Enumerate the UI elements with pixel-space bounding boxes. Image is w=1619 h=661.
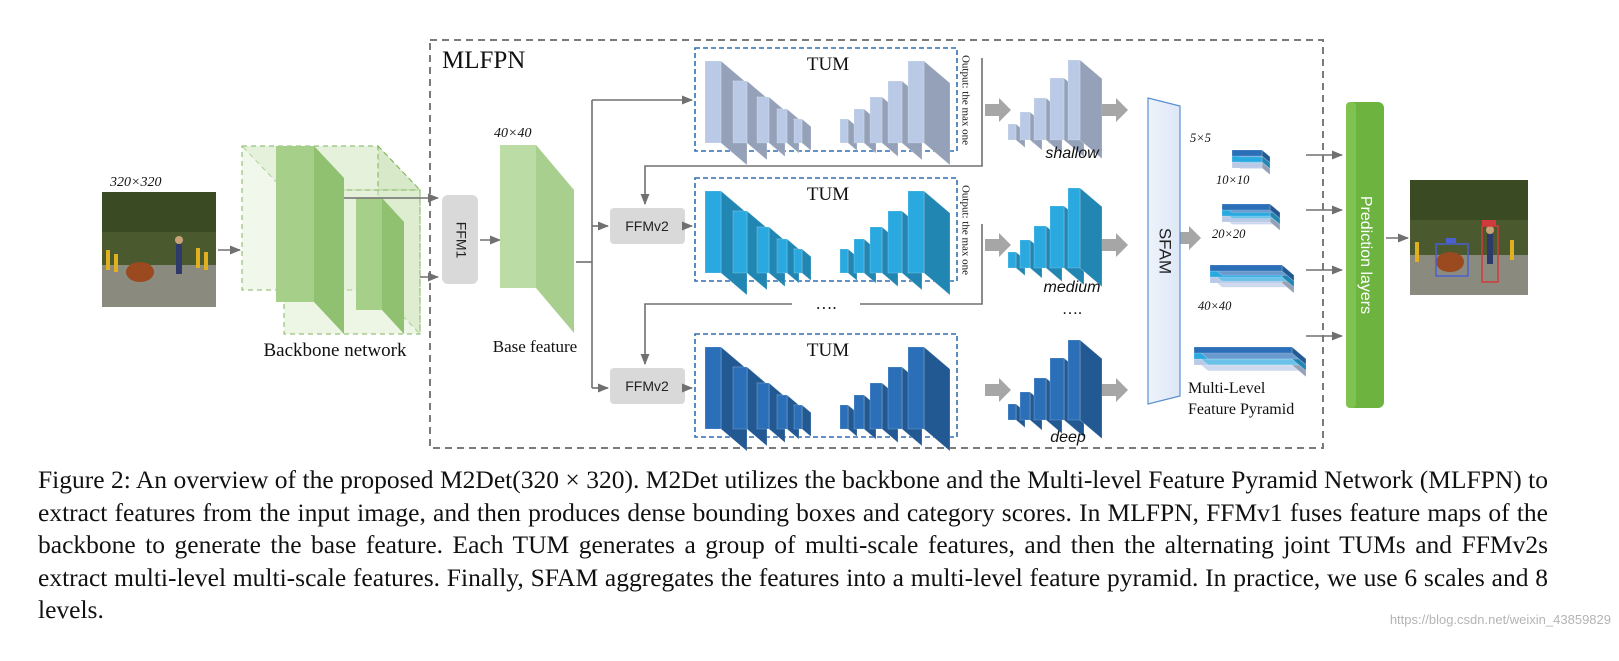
tum-label-3: TUM (807, 340, 849, 361)
tum-2-encoder-layer (793, 248, 812, 282)
feedback-dots: …. (815, 294, 836, 313)
scale-label-10: 10×10 (1216, 173, 1250, 187)
level-1-feature-layer (1067, 59, 1103, 160)
output-note-1: Output: the max one (959, 55, 971, 145)
block-arrow (1102, 378, 1128, 402)
tum-1-encoder-layer (793, 118, 812, 152)
output-image (1410, 180, 1528, 295)
tum-box-3 (694, 333, 958, 438)
ffmv2-block-2 (610, 368, 685, 404)
tum-3-decoder-layer (907, 346, 951, 452)
level-2-feature-layer (1067, 187, 1103, 288)
feedback-line-1 (640, 58, 983, 206)
pyramid-scale-1-layer (1231, 161, 1271, 176)
feedback-line-2-left (640, 303, 792, 366)
base-feature-block (500, 145, 574, 333)
tum-box-2 (694, 177, 958, 282)
feedback-line-2-right (860, 224, 983, 305)
ffm1-block (442, 195, 478, 284)
scale-label-20: 20×20 (1212, 227, 1246, 241)
input-image (102, 192, 216, 307)
input-size-label: 320×320 (109, 175, 161, 190)
tum-label-1: TUM (807, 54, 849, 75)
backbone-label: Backbone network (264, 340, 407, 361)
scale-label-40: 40×40 (1198, 299, 1232, 313)
block-arrow (985, 378, 1011, 402)
tum-label-2: TUM (807, 184, 849, 205)
ffmv2-label-2: FFMv2 (625, 378, 669, 394)
pyramid-scale-1-layer (1231, 149, 1271, 164)
level-label-deep: deep (1050, 429, 1086, 446)
base-size-label: 40×40 (494, 126, 531, 141)
ffmv2-label-1: FFMv2 (625, 218, 669, 234)
output-note-2: Output: the max one (959, 185, 971, 275)
watermark: https://blog.csdn.net/weixin_43859829 (1389, 612, 1611, 627)
block-arrow (1175, 226, 1201, 250)
pyramid-label-line2: Feature Pyramid (1188, 401, 1294, 418)
base-feature-label: Base feature (493, 337, 577, 356)
pyramid-scale-2-layer (1221, 203, 1281, 220)
prediction-layers-highlight (1346, 102, 1356, 408)
sfam-block (1147, 97, 1181, 405)
pyramid-scale-4-layer (1193, 346, 1307, 366)
level-label-shallow: shallow (1045, 145, 1100, 162)
tum-box-1 (694, 47, 958, 152)
mlfpn-frame (429, 39, 1324, 449)
scale-label-5: 5×5 (1190, 131, 1211, 145)
pyramid-label-line1: Multi-Level (1188, 380, 1266, 397)
block-arrow (1102, 233, 1128, 257)
backbone-network (240, 144, 422, 336)
ffmv2-block-1 (610, 208, 685, 244)
tum-2-decoder-layer (907, 190, 951, 296)
figure-caption: Figure 2: An overview of the proposed M2… (38, 465, 1548, 624)
sfam-label: SFAM (1156, 228, 1175, 274)
block-arrow (1102, 98, 1128, 122)
tum-1-decoder-layer (907, 60, 951, 166)
level-3-feature-layer (1067, 339, 1103, 440)
pyramid-scale-3-layer (1209, 264, 1295, 282)
level-dots: …. (1062, 301, 1082, 318)
level-label-medium: medium (1044, 279, 1101, 296)
tum-3-encoder-layer (793, 404, 812, 438)
prediction-layers-label: Prediction layers (1357, 196, 1374, 314)
ffm1-label: FFM1 (453, 222, 469, 259)
block-arrow (985, 233, 1011, 257)
mlfpn-title: MLFPN (442, 47, 525, 74)
block-arrow (985, 98, 1011, 122)
